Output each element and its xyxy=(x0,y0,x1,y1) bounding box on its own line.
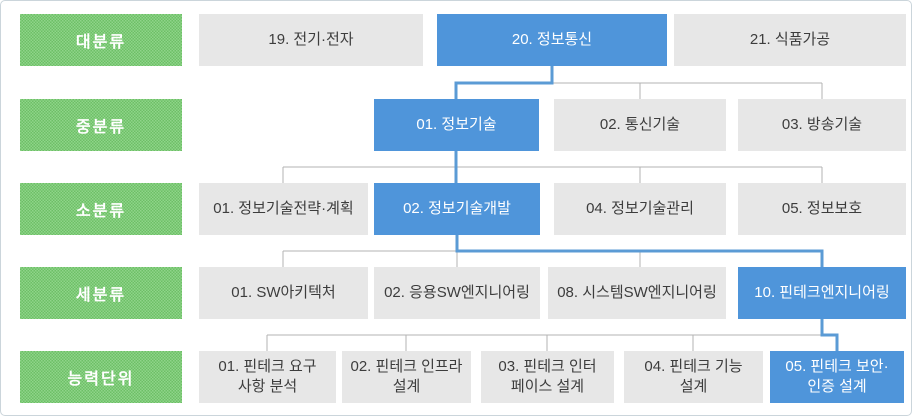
node-01-it-strategy-planning: 01. 정보기술전략·계획 xyxy=(199,183,368,235)
node-03-fintech-interface-design: 03. 핀테크 인터 페이스 설계 xyxy=(481,351,614,403)
row-label-competency-unit: 능력단위 xyxy=(20,351,182,403)
row-label-detail-category: 세분류 xyxy=(20,267,182,319)
highlight-connectors xyxy=(454,63,839,354)
node-01-sw-architecture: 01. SW아키텍처 xyxy=(199,267,368,319)
gray-connectors xyxy=(266,82,823,351)
node-02-it-development: 02. 정보기술개발 xyxy=(374,183,540,235)
row-label-minor-category: 소분류 xyxy=(20,183,182,235)
node-20-ict: 20. 정보통신 xyxy=(437,14,667,66)
node-01-fintech-requirements-analysis: 01. 핀테크 요구 사항 분석 xyxy=(199,351,336,403)
row-label-major-category: 대분류 xyxy=(20,14,182,66)
node-03-broadcast-technology: 03. 방송기술 xyxy=(738,99,906,151)
node-02-fintech-infra-design: 02. 핀테크 인프라 설계 xyxy=(342,351,471,403)
node-21-food-processing: 21. 식품가공 xyxy=(674,14,906,66)
row-label-middle-category: 중분류 xyxy=(20,99,182,151)
node-01-information-technology: 01. 정보기술 xyxy=(374,99,539,151)
node-05-fintech-security-auth-design: 05. 핀테크 보안· 인증 설계 xyxy=(770,351,904,403)
node-04-it-management: 04. 정보기술관리 xyxy=(554,183,726,235)
node-05-information-security: 05. 정보보호 xyxy=(738,183,906,235)
node-08-system-sw-engineering: 08. 시스템SW엔지니어링 xyxy=(548,267,726,319)
node-02-communication-technology: 02. 통신기술 xyxy=(554,99,726,151)
node-04-fintech-function-design: 04. 핀테크 기능 설계 xyxy=(624,351,763,403)
node-02-application-sw-engineering: 02. 응용SW엔지니어링 xyxy=(374,267,540,319)
node-10-fintech-engineering: 10. 핀테크엔지니어링 xyxy=(738,267,906,319)
node-19-electric-electronics: 19. 전기·전자 xyxy=(199,14,423,66)
